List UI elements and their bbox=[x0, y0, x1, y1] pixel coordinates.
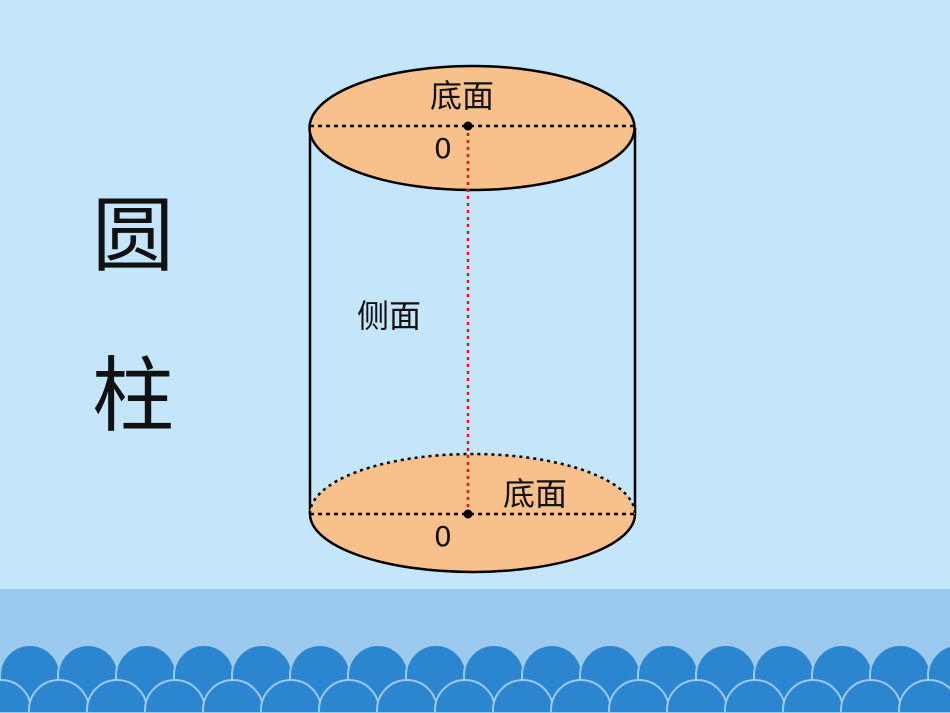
bottom-face-label: 底面 bbox=[503, 475, 568, 513]
bottom-face-front-arc bbox=[308, 513, 637, 574]
title-char-1: 圆 bbox=[91, 189, 174, 284]
wave-scallop bbox=[898, 679, 950, 713]
bottom-center-point bbox=[463, 509, 473, 519]
top-center-point bbox=[463, 121, 473, 131]
bottom-face-fill-upper bbox=[310, 454, 635, 514]
bottom-face-fill-lower bbox=[310, 514, 635, 572]
title-char-2: 柱 bbox=[91, 349, 174, 444]
bottom-face-back-arc bbox=[308, 452, 637, 515]
top-center-label: 0 bbox=[434, 132, 452, 165]
wave-decoration bbox=[0, 644, 950, 713]
side-face-label: 侧面 bbox=[357, 297, 422, 335]
top-face-label: 底面 bbox=[430, 77, 495, 115]
bottom-center-label: 0 bbox=[434, 520, 452, 553]
